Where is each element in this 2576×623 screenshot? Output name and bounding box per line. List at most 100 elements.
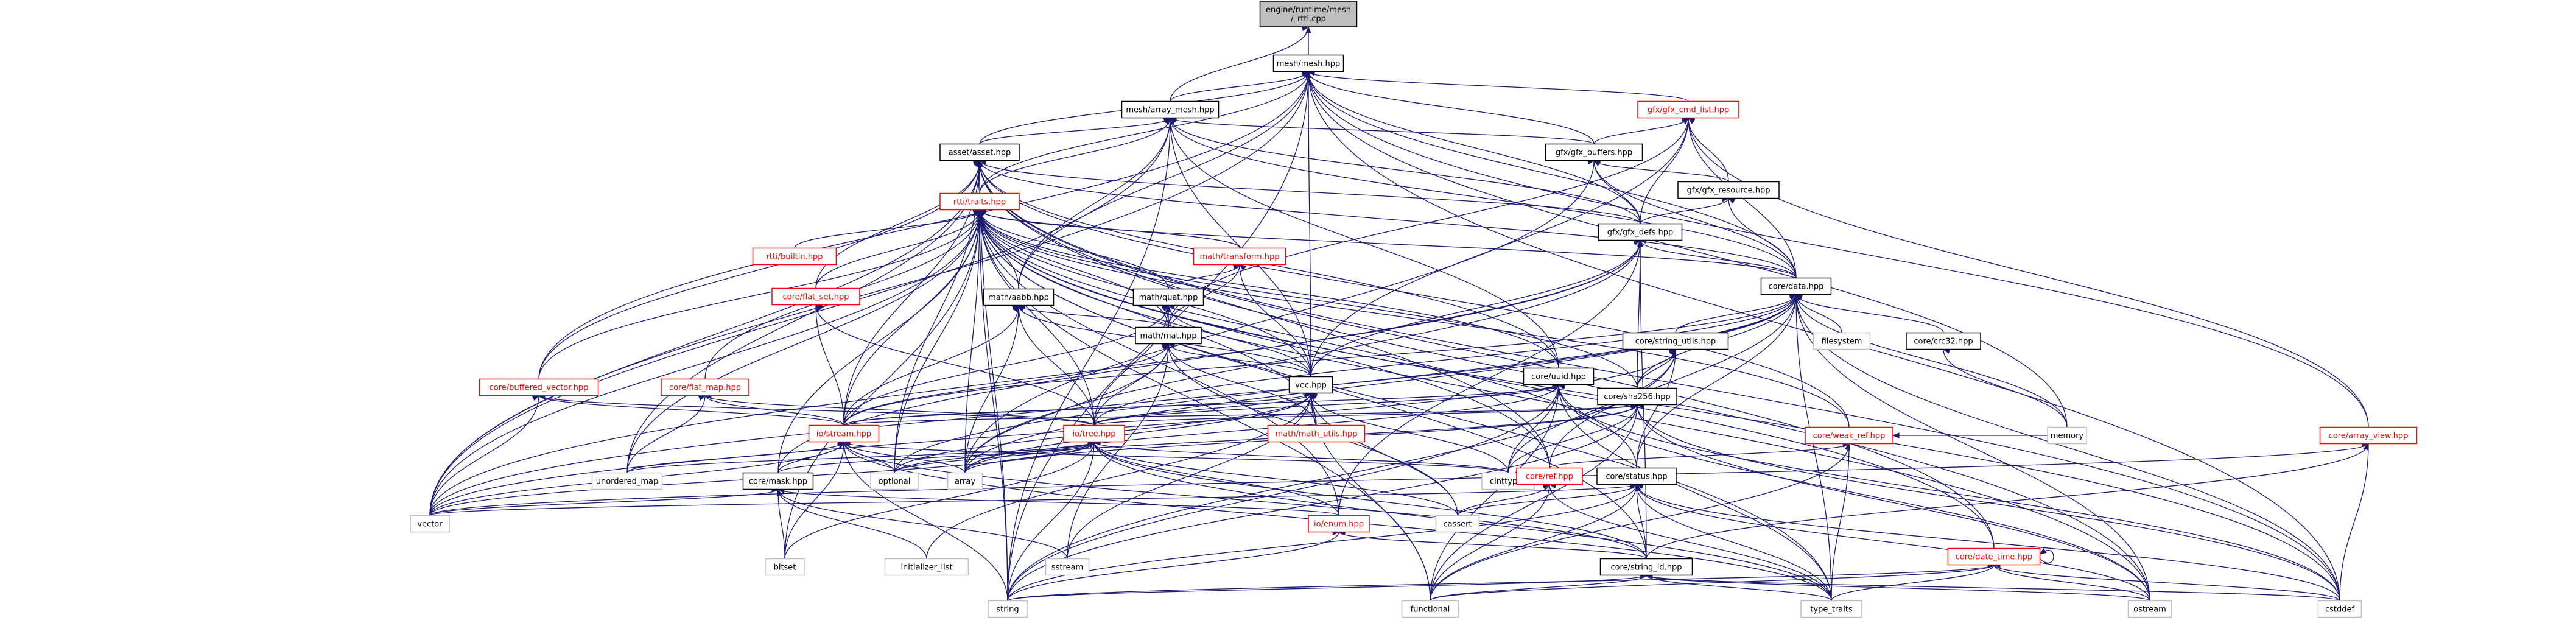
edge-gfx_resource-to-gfx_defs: [1640, 196, 1730, 224]
node-core-array-view-hpp[interactable]: core/array_view.hpp: [2319, 426, 2418, 445]
node-math-aabb-hpp[interactable]: math/aabb.hpp: [983, 288, 1055, 306]
node-box: [870, 472, 919, 490]
edge-line: [979, 209, 2150, 601]
edge-line: [1593, 160, 1729, 183]
edge-rtti_traits-to-bitset: [784, 209, 981, 559]
node-box: [2047, 426, 2087, 445]
edge-mesh_hpp-to-vec_hpp: [1305, 71, 1311, 377]
node-label: initializer_list: [900, 563, 952, 572]
edge-line: [1170, 26, 1309, 102]
edge-line: [1310, 240, 1641, 377]
node-box: [1599, 558, 1693, 576]
edge-line: [894, 442, 1095, 473]
edge-io_stream-to-string: [843, 441, 1008, 601]
node-ostream: ostream: [2127, 600, 2172, 618]
edge-mesh_hpp-to-array_mesh: [1170, 69, 1310, 102]
edge-gfx_cmd_list-to-gfx_defs: [1640, 117, 1689, 224]
edge-core_sha256-to-cstddef: [1636, 403, 2340, 601]
edge-line: [1308, 71, 1689, 102]
node-core-flat-set-hpp[interactable]: core/flat_set.hpp: [771, 287, 860, 306]
node-sstream: sstream: [1045, 558, 1090, 576]
edge-line: [979, 117, 1171, 145]
node-box: [591, 472, 663, 490]
node-core-status-hpp[interactable]: core/status.hpp: [1596, 467, 1677, 485]
node-label: io/tree.hpp: [1073, 430, 1116, 439]
edge-line: [843, 305, 1169, 426]
node-mesh-array-mesh-hpp[interactable]: mesh/array_mesh.hpp: [1121, 100, 1220, 119]
node-box: [1135, 326, 1202, 345]
edge-line: [777, 489, 1068, 559]
edge-line: [979, 160, 2340, 601]
node-rtti-traits-hpp[interactable]: rtti/traits.hpp: [939, 192, 1020, 211]
node-core-ref-hpp[interactable]: core/ref.hpp: [1516, 467, 1583, 485]
node-io-enum-hpp[interactable]: io/enum.hpp: [1308, 515, 1370, 533]
node-core-weak-ref-hpp[interactable]: core/weak_ref.hpp: [1805, 426, 1893, 445]
node-gfx-gfx-defs-hpp[interactable]: gfx/gfx_defs.hpp: [1598, 223, 1683, 241]
node-gfx-gfx-resource-hpp[interactable]: gfx/gfx_resource.hpp: [1677, 181, 1780, 199]
node-initializer-list: initializer_list: [884, 558, 969, 576]
node-gfx-gfx-cmd-list-hpp[interactable]: gfx/gfx_cmd_list.hpp: [1637, 100, 1739, 119]
edge-line: [1636, 484, 1832, 601]
edge-line: [979, 71, 1309, 194]
edge-line: [843, 343, 1169, 426]
node-box: [1308, 515, 1370, 533]
node-math-math-utils-hpp[interactable]: math/math_utils.hpp: [1267, 424, 1366, 443]
node-core-buffered-vector-hpp[interactable]: core/buffered_vector.hpp: [479, 378, 599, 396]
edge-line: [1637, 240, 1641, 389]
edge-line: [964, 305, 1019, 473]
edge-line: [1795, 294, 2068, 428]
edge-line: [1018, 71, 1309, 289]
edge-rtti_traits-to-ostream: [978, 208, 2150, 601]
edge-line: [979, 209, 2340, 601]
node-box: [1523, 367, 1595, 385]
node-box: [1637, 100, 1739, 119]
node-unordered-map: unordered_map: [591, 472, 663, 490]
node-core-date-time-hpp[interactable]: core/date_time.hpp: [1947, 547, 2041, 566]
edge-math_transform-to-vec_hpp: [1238, 264, 1311, 377]
node-math-quat-hpp[interactable]: math/quat.hpp: [1132, 288, 1204, 306]
edge-line: [1168, 264, 1240, 289]
edge-line: [777, 489, 927, 559]
node-io-stream-hpp[interactable]: io/stream.hpp: [808, 424, 880, 443]
edge-line: [1308, 71, 2369, 428]
edge-rtti_traits-to-math_utils: [978, 208, 1317, 426]
node-box: [884, 558, 969, 576]
edge-core_data-to-memory: [1795, 293, 2068, 428]
node-core-mask-hpp[interactable]: core/mask.hpp: [742, 472, 814, 490]
node-io-tree-hpp[interactable]: io/tree.hpp: [1063, 424, 1125, 443]
node-gfx-gfx-buffers-hpp[interactable]: gfx/gfx_buffers.hpp: [1545, 143, 1643, 161]
edge-line: [1093, 393, 1311, 426]
node-engine-runtime-mesh-rtti-cpp[interactable]: engine/runtime/mesh/_rtti.cpp: [1259, 1, 1358, 27]
node-label: rtti/traits.hpp: [953, 198, 1006, 207]
node-label: ostream: [2133, 605, 2166, 614]
edge-line: [1831, 565, 1995, 601]
node-math-mat-hpp[interactable]: math/mat.hpp: [1135, 326, 1202, 345]
node-core-string-id-hpp[interactable]: core/string_id.hpp: [1599, 558, 1693, 576]
node-core-flat-map-hpp[interactable]: core/flat_map.hpp: [661, 378, 749, 396]
edge-line: [1308, 71, 2068, 428]
edge-math_aabb-to-io_tree: [1017, 304, 1095, 426]
edge-line: [1018, 305, 1095, 426]
edge-line: [429, 484, 1637, 516]
node-box: [742, 472, 814, 490]
node-core-uuid-hpp[interactable]: core/uuid.hpp: [1523, 367, 1595, 385]
node-asset-asset-hpp[interactable]: asset/asset.hpp: [939, 143, 1020, 161]
node-mesh-mesh-hpp[interactable]: mesh/mesh.hpp: [1272, 54, 1344, 72]
edge-core_mask-to-sstream: [777, 487, 1068, 559]
node-box: [1259, 1, 1358, 27]
node-core-sha256-hpp[interactable]: core/sha256.hpp: [1597, 387, 1677, 406]
edge-line: [1170, 71, 1309, 102]
node-vec-hpp[interactable]: vec.hpp: [1288, 376, 1333, 394]
node-rtti-builtin-hpp[interactable]: rtti/builtin.hpp: [752, 247, 837, 266]
edge-asset-to-vector: [429, 159, 981, 516]
edge-line: [1310, 393, 1509, 473]
node-core-string-utils-hpp[interactable]: core/string_utils.hpp: [1622, 332, 1729, 350]
edge-gfx_cmd_list-to-gfx_resource: [1687, 117, 1729, 182]
edge-core_mask-to-initializer_list: [777, 488, 927, 559]
node-label: mesh/mesh.hpp: [1277, 60, 1341, 69]
edge-arrowhead: [1795, 294, 1801, 301]
node-math-transform-hpp[interactable]: math/transform.hpp: [1193, 247, 1286, 266]
node-core-data-hpp[interactable]: core/data.hpp: [1760, 277, 1832, 295]
node-core-crc32-hpp[interactable]: core/crc32.hpp: [1906, 332, 1981, 350]
edge-line: [1093, 442, 1458, 516]
